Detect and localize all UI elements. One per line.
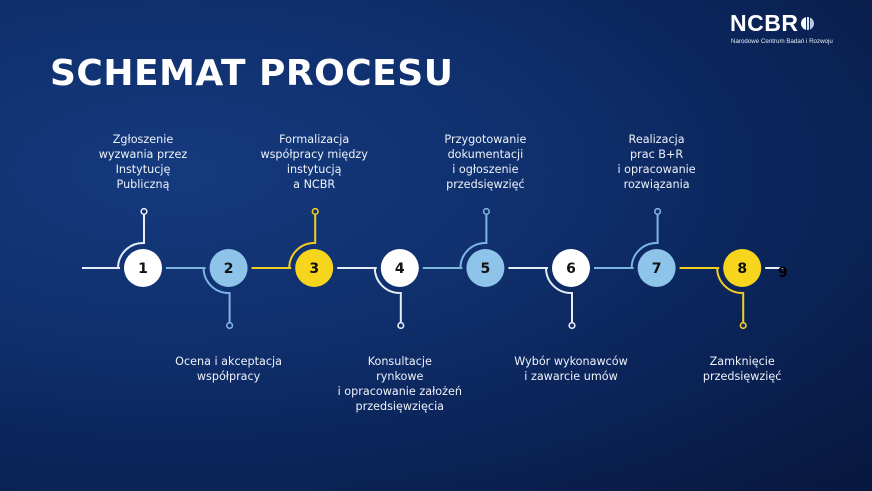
step-label-7: Realizacja prac B+R i opracowanie rozwią…: [617, 133, 696, 191]
logo-wordmark: NCBR: [730, 10, 858, 36]
logo-brand: NCBR: [730, 10, 799, 36]
step-label-3: Formalizacja współpracy między instytucj…: [260, 133, 368, 191]
step-stem-3: [314, 213, 317, 244]
step-number-2: 2: [224, 261, 234, 277]
step-number-4: 4: [395, 261, 405, 277]
step-label-6: Wybór wykonawców i zawarcie umów: [514, 355, 628, 383]
step-circle-5: [466, 249, 505, 287]
step-label-5: Przygotowanie dokumentacji i ogłoszenie …: [444, 133, 527, 191]
step-circle-1: [124, 249, 162, 287]
stray-number: 9: [778, 265, 788, 281]
step-label-2: Ocena i akceptacja współpracy: [175, 355, 283, 383]
ncbr-logo: NCBR Narodowe Centrum Badań i Rozwoju: [730, 10, 858, 46]
step-terminal-dot-1: [140, 207, 148, 216]
step-terminal-dot-6: [568, 321, 576, 330]
step-circle-6: [552, 249, 590, 287]
step-label-8: Zamknięcie przedsięwzięć: [702, 355, 782, 383]
step-terminal-dot-2: [226, 321, 234, 330]
step-number-5: 5: [481, 261, 491, 277]
step-stem-8: [742, 292, 745, 324]
step-number-1: 1: [138, 261, 148, 277]
step-number-6: 6: [566, 261, 576, 277]
step-terminal-dot-4: [397, 321, 405, 330]
step-arc-7: [630, 242, 657, 269]
step-number-7: 7: [652, 261, 662, 277]
step-label-4: Konsultacje rynkowe i opracowanie założe…: [337, 355, 462, 413]
step-circle-3: [295, 249, 334, 287]
step-circle-8: [723, 249, 762, 287]
step-arc-6: [545, 267, 572, 294]
step-terminal-dot-7: [653, 207, 662, 216]
step-stem-7: [656, 213, 659, 244]
step-circle-4: [380, 249, 419, 287]
step-arc-2: [202, 267, 229, 294]
step-stem-6: [571, 292, 573, 324]
step-circle-7: [637, 249, 676, 287]
step-arc-5: [459, 242, 486, 269]
step-arc-1: [117, 242, 144, 269]
step-arc-3: [288, 242, 315, 269]
step-terminal-dot-5: [482, 207, 491, 216]
step-terminal-dot-3: [311, 207, 319, 216]
step-stem-4: [399, 292, 402, 324]
step-arc-8: [716, 267, 743, 294]
step-arc-4: [373, 267, 400, 294]
step-number-8: 8: [737, 261, 747, 277]
step-stem-5: [485, 213, 488, 244]
step-stem-1: [143, 213, 145, 244]
step-stem-2: [228, 292, 231, 324]
page-title: SCHEMAT PROCESU: [50, 53, 454, 94]
step-label-1: Zgłoszenie wyzwania przez Instytucję Pub…: [98, 133, 188, 191]
logo-globe-icon: [801, 16, 815, 30]
step-number-3: 3: [309, 261, 319, 277]
step-terminal-dot-8: [739, 321, 747, 330]
logo-subtitle: Narodowe Centrum Badań i Rozwoju: [731, 38, 833, 45]
step-circle-2: [209, 249, 248, 287]
